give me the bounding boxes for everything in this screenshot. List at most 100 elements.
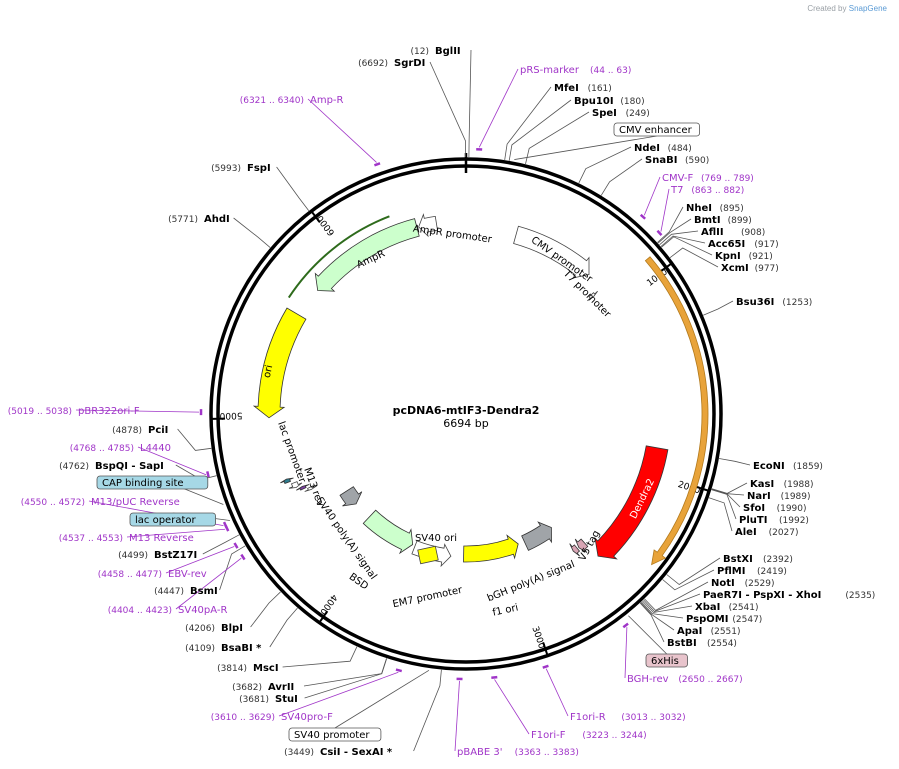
site-bsmi: BsmI(4447) — [154, 586, 218, 597]
leader-line — [303, 658, 387, 687]
feature-label: lac promoter — [275, 420, 308, 485]
primer-name: BGH-rev — [627, 674, 669, 685]
site-name: BglII — [435, 46, 461, 57]
site-name: SpeI — [592, 108, 617, 119]
primer-mark — [224, 525, 230, 532]
site-position: (977) — [755, 264, 779, 274]
primer-ebv-rev: EBV-rev(4458 .. 4477) — [98, 569, 207, 580]
leader-line — [711, 488, 741, 508]
feature-sv40-ori — [417, 545, 439, 565]
site-name: BstZ17I — [154, 550, 197, 561]
site-ahdi: AhdI(5771) — [168, 214, 230, 225]
primer-leader — [660, 188, 670, 232]
site-apai: ApaI(2551) — [677, 626, 741, 637]
leader-line — [639, 602, 665, 643]
site-position: (2529) — [745, 579, 775, 589]
site-position: (180) — [620, 97, 644, 107]
primer-sv40pro-f: SV40pro-F(3610 .. 3629) — [211, 712, 333, 723]
watermark-brand: SnapGene — [848, 4, 887, 13]
plasmid-length: 6694 bp — [443, 417, 488, 430]
site-fspi: FspI(5993) — [211, 163, 271, 174]
site-name: BmtI — [694, 215, 721, 226]
leader-line — [719, 458, 751, 466]
primer-mark — [233, 542, 239, 549]
site-mfei: MfeI (161) — [554, 83, 612, 94]
feature-ori — [252, 307, 307, 419]
leader-line — [269, 607, 298, 648]
site-name: PspOMI — [686, 614, 728, 625]
leader-line — [708, 497, 733, 532]
site-position: (3681) — [239, 695, 269, 705]
site-name: CsiI - SexAI * — [320, 747, 393, 758]
site-position: (4206) — [185, 624, 215, 634]
site-blpi: BlpI(4206) — [185, 623, 243, 634]
feature-bsd — [362, 509, 414, 555]
site-position: (2547) — [732, 615, 762, 625]
site-position: (4109) — [185, 644, 215, 654]
site-kpni: KpnI(921) — [715, 251, 773, 262]
plasmid-name: pcDNA6-mtIF3-Dendra2 — [393, 404, 540, 417]
boxed-bg — [129, 512, 216, 527]
site-position: (1989) — [781, 492, 811, 502]
site-name: BstBI — [667, 638, 697, 649]
primer-cmv-f: CMV-F(769 .. 789) — [662, 173, 754, 184]
leader-line — [504, 86, 552, 160]
site-position: (161) — [588, 84, 612, 94]
primer-mark — [240, 553, 246, 561]
site-position: (5993) — [211, 164, 241, 174]
site-name: XcmI — [721, 263, 749, 274]
tick-mark — [695, 485, 709, 492]
primer-leader — [624, 627, 628, 679]
site-name: AleI — [735, 527, 757, 538]
primer-mark — [491, 675, 498, 680]
primer-name: T7 — [670, 185, 683, 196]
boxed-bg — [613, 122, 700, 137]
boxed-text: SV40 promoter — [294, 730, 370, 741]
primer-mark — [206, 471, 210, 478]
boxed-text: lac operator — [135, 515, 196, 526]
primer-l4440: L4440(4768 .. 4785) — [70, 443, 171, 454]
site-bglii: BglII(12) — [411, 46, 461, 57]
primer-range: (863 .. 882) — [691, 186, 744, 196]
leader-line — [525, 111, 590, 165]
site-pflmi: PflMI(2419) — [717, 566, 787, 577]
feature-label: SV40 poly(A) signal — [314, 495, 379, 581]
feature-cap-binding-site — [280, 477, 294, 485]
primer-leader — [545, 668, 569, 717]
primer-range: (6321 .. 6340) — [240, 96, 304, 106]
feature-label: AmpR promoter — [412, 224, 493, 246]
site-position: (3449) — [284, 748, 314, 758]
boxed-bg — [288, 727, 382, 742]
site-position: (2541) — [729, 603, 759, 613]
site-position: (4762) — [59, 462, 89, 472]
leader-line — [657, 206, 684, 243]
boxed-sv40-promoter: SV40 promoter — [288, 727, 382, 742]
boxed-leader — [334, 669, 430, 729]
leader-line — [644, 581, 709, 611]
site-name: SfoI — [743, 503, 765, 514]
site-bsu36i: Bsu36I(1253) — [736, 297, 812, 308]
site-position: (3814) — [217, 664, 247, 674]
site-csii-sexai-: CsiI - SexAI * (3449) — [284, 747, 393, 758]
site-name: NarI — [747, 491, 771, 502]
boxed-cap-binding-site: CAP binding site — [96, 475, 209, 490]
primer-leader — [494, 679, 530, 735]
site-kasi: KasI(1988) — [750, 479, 814, 490]
site-stui: StuI(3681) — [239, 694, 298, 705]
site-name: MfeI — [554, 83, 579, 94]
leader-line — [413, 669, 442, 752]
site-pspomi: PspOMI (2547) — [686, 614, 762, 625]
primer-mark — [542, 664, 549, 669]
primer-name: pRS-marker — [520, 65, 580, 76]
site-name: BsmI — [190, 586, 218, 597]
boxed-6xhis: 6xHis — [645, 653, 688, 668]
tick-label: 5000 — [219, 410, 242, 420]
feature-mtif3-region — [644, 256, 709, 566]
site-snabi: SnaBI(590) — [645, 155, 709, 166]
tick-mark — [542, 642, 549, 655]
primer-leader — [643, 176, 661, 216]
watermark-prefix: Created by — [807, 4, 847, 13]
boxed-leader — [628, 615, 668, 655]
site-position: (917) — [754, 240, 778, 250]
